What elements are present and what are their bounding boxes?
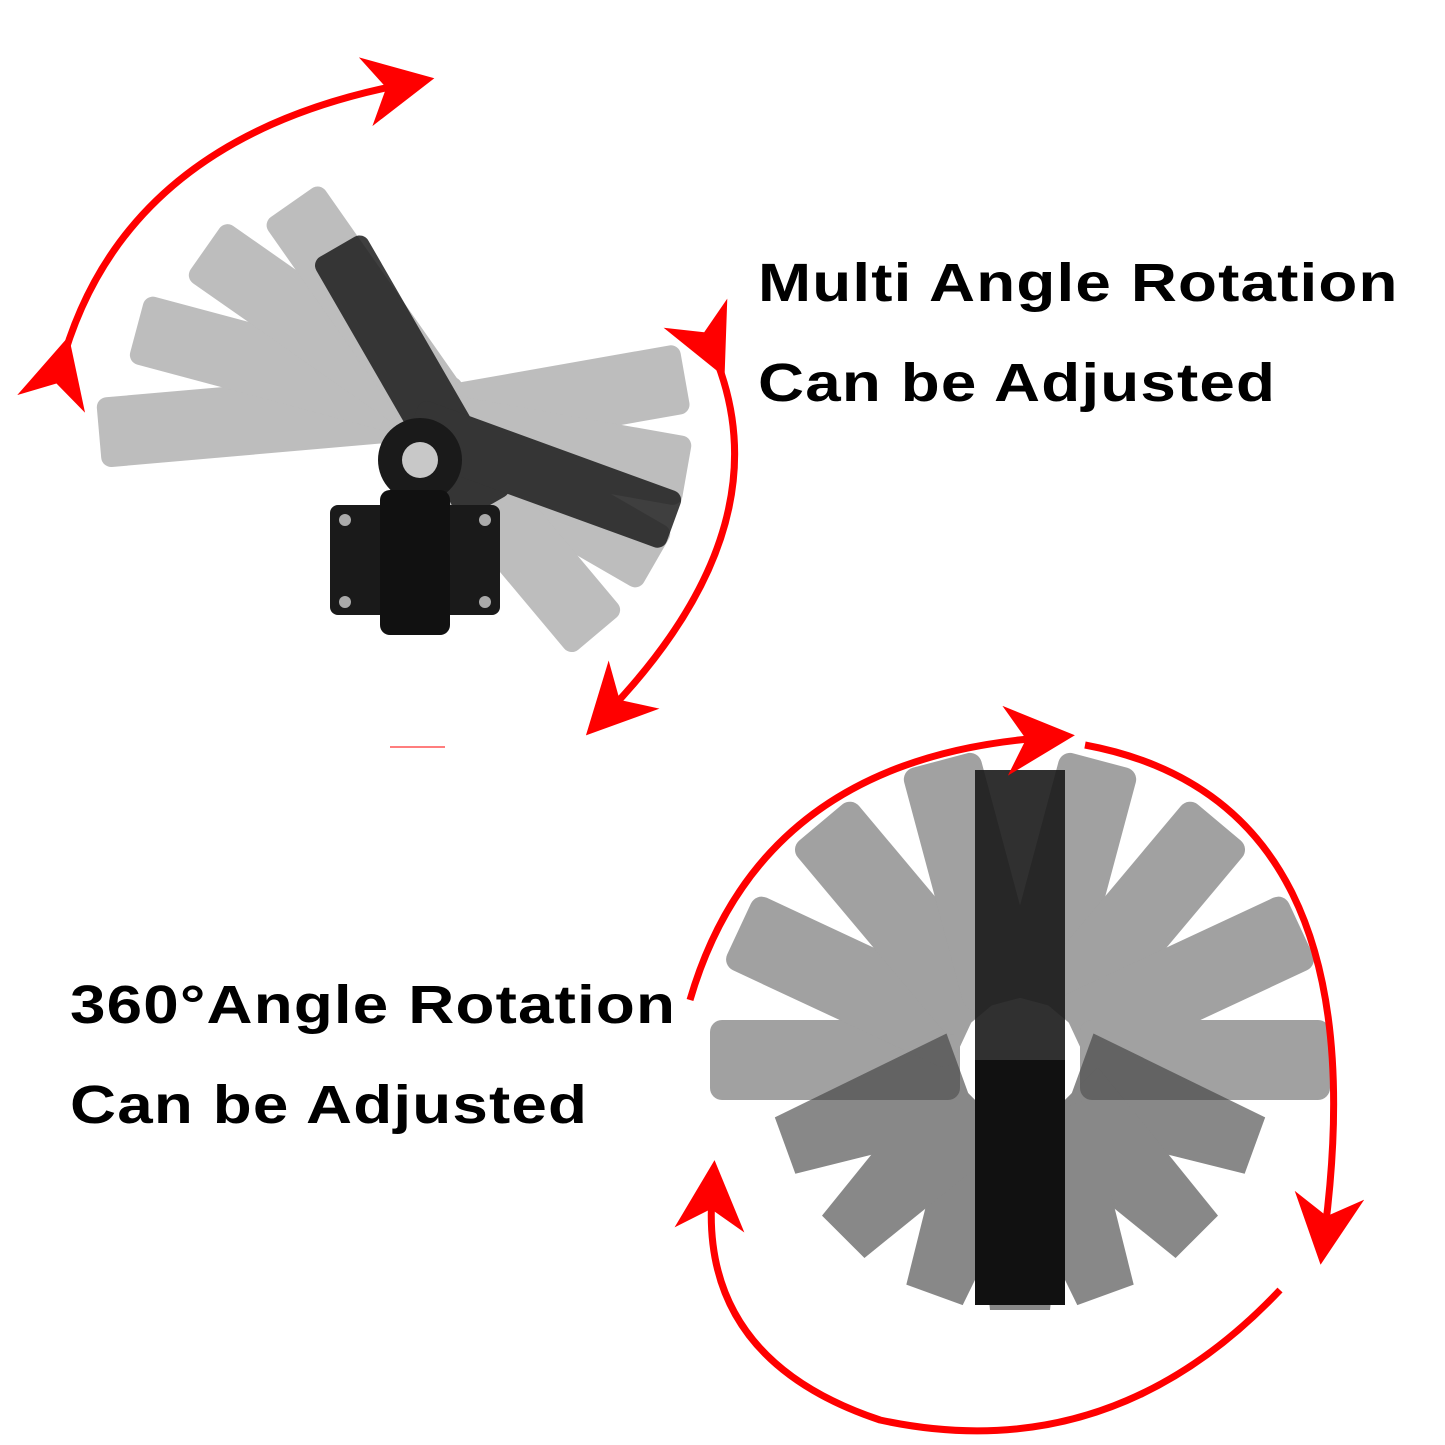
bottom-caption-line2: Can be Adjusted: [70, 1075, 589, 1135]
bottom-caption-line1: 360°Angle Rotation: [70, 975, 677, 1035]
rotation-arrow-bottom: [674, 1160, 1283, 1435]
tilt-arrow-right: [585, 298, 738, 736]
rotation-arrow-top-right: [1084, 741, 1365, 1265]
tilt-rod-holder-image: [96, 186, 692, 653]
rotation-arrow-top-left: [686, 705, 1075, 1001]
tilt-arrow-upper: [17, 57, 435, 413]
top-caption-line1: Multi Angle Rotation: [758, 253, 1399, 313]
rotation-rod-holder-image: [710, 752, 1330, 1310]
top-caption-line2: Can be Adjusted: [758, 353, 1277, 413]
